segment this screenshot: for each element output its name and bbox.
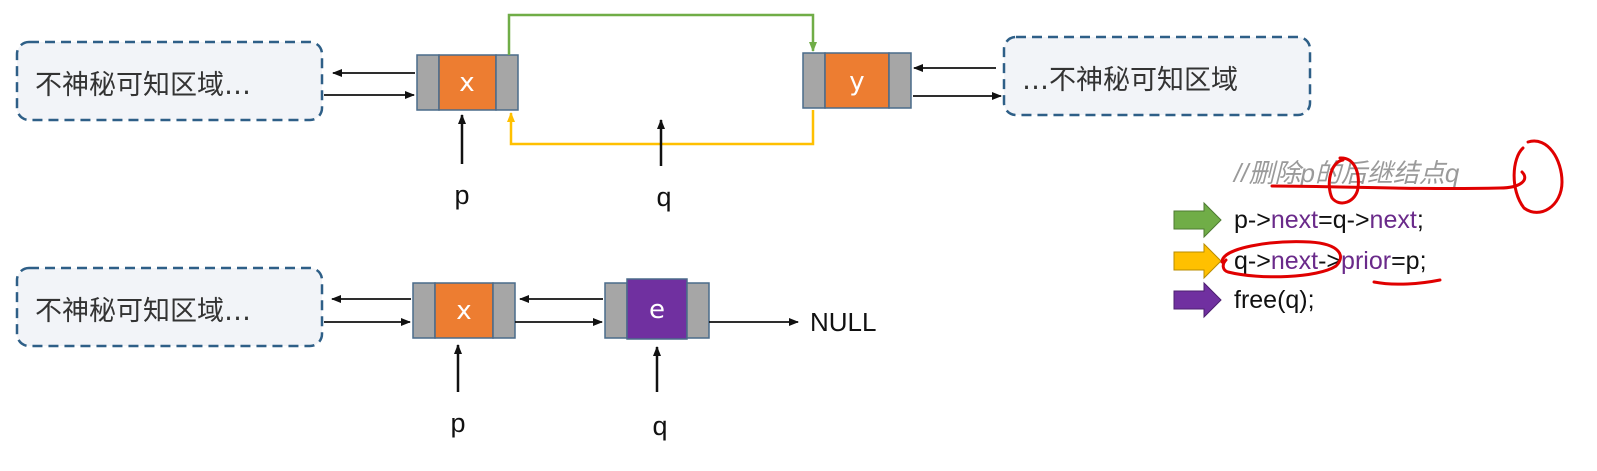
node-x-label: x (459, 68, 474, 98)
prior-slot (604, 282, 628, 339)
next-slot (495, 54, 519, 111)
next-slot (492, 282, 516, 339)
prior-slot (802, 52, 826, 109)
next-slot (686, 282, 710, 339)
code-comment: //删除p的后继结点q (1232, 158, 1460, 188)
top-node-x: x (416, 54, 519, 111)
next-slot (888, 52, 912, 109)
circle-around-q (1512, 139, 1564, 214)
top-left-region (15, 40, 324, 122)
code-line-2: q->next->prior=p; (1234, 247, 1427, 275)
underline-comment (1270, 170, 1527, 191)
circle-around-q-next (1220, 240, 1342, 279)
top-right-region (1002, 35, 1312, 117)
purple-arrow-icon (1173, 281, 1222, 319)
node-x-label: x (456, 296, 471, 326)
pointer-q-label: q (652, 411, 667, 441)
yellow-arrow-icon (1173, 242, 1222, 280)
node-y-label: y (849, 67, 864, 97)
pointer-p-label: p (450, 408, 465, 438)
code-line-3: free(q); (1234, 286, 1315, 314)
green-next-link (507, 13, 817, 55)
underline-prior (1372, 278, 1442, 286)
red-annotations (1220, 139, 1564, 286)
bottom-node-e: e (604, 278, 710, 340)
prior-slot (416, 54, 440, 111)
bottom-left-region (15, 266, 324, 348)
null-label: NULL (810, 307, 876, 337)
bottom-left-region-label: 不神秘可知区域… (35, 296, 251, 327)
bottom-diagram: 不神秘可知区域… x e NULL p q (15, 266, 876, 441)
top-diagram: 不神秘可知区域… …不神秘可知区域 x y p q (15, 13, 1312, 212)
data-slot (438, 54, 497, 111)
bottom-node-x: x (412, 282, 516, 339)
code-panel: //删除p的后继结点q p->next=q->next; q->next->pr… (1173, 139, 1564, 319)
top-left-region-label: 不神秘可知区域… (35, 70, 251, 101)
code-line-1: p->next=q->next; (1234, 206, 1424, 234)
circle-around-p (1327, 156, 1360, 205)
pointer-q-label: q (656, 182, 671, 212)
green-arrow-icon (1173, 201, 1222, 239)
prior-slot (412, 282, 436, 339)
node-e-label: e (649, 295, 665, 325)
top-node-y: y (802, 52, 912, 109)
top-right-region-label: …不神秘可知区域 (1022, 65, 1238, 96)
pointer-p-label: p (454, 180, 469, 210)
